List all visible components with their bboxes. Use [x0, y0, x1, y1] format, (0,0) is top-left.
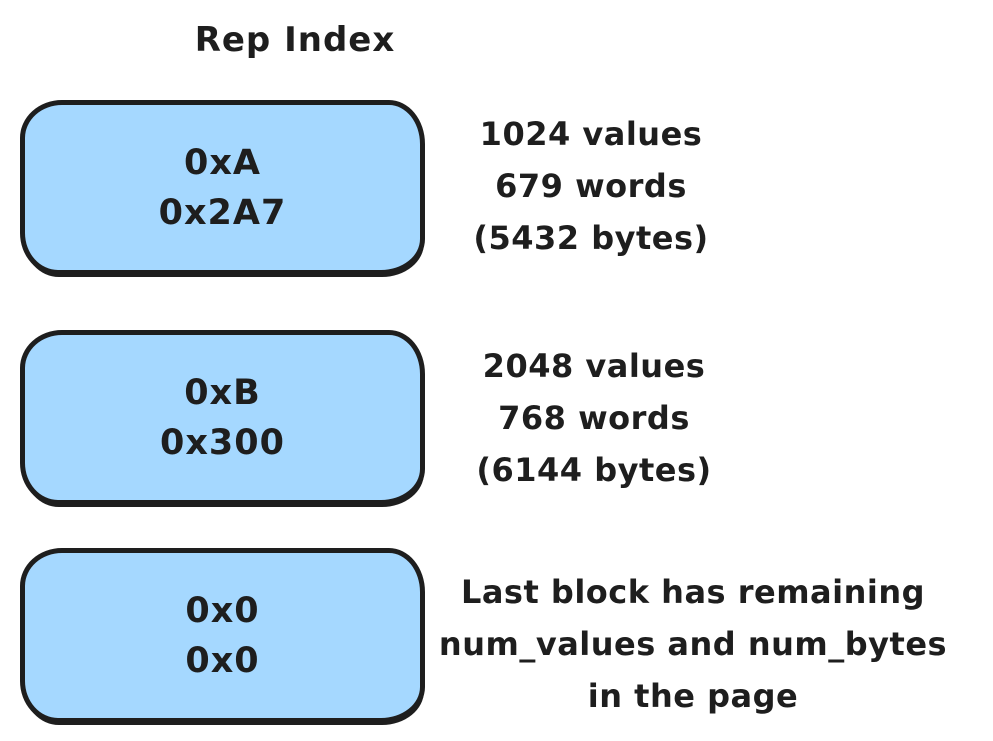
block-2-annotation-values: 2048 values [482, 347, 706, 385]
block-2-value-line-1: 0xB [184, 372, 261, 413]
block-3-annotation: Last block has remaining num_values and … [428, 566, 958, 722]
block-3-annotation-line-1: Last block has remaining [460, 573, 926, 611]
block-1-annotation-bytes: (5432 bytes) [473, 219, 709, 257]
block-3-value-line-1: 0x0 [185, 590, 260, 631]
block-3-value-line-2: 0x0 [185, 640, 260, 681]
block-2-annotation-words: 768 words [498, 399, 690, 437]
rep-index-block-2: 0xB 0x300 [20, 330, 425, 505]
block-3-annotation-line-3: in the page [587, 677, 799, 715]
rep-index-block-1: 0xA 0x2A7 [20, 100, 425, 275]
block-2-annotation-bytes: (6144 bytes) [476, 451, 712, 489]
diagram-title: Rep Index [194, 20, 396, 60]
block-1-annotation-words: 679 words [495, 167, 687, 205]
rep-index-block-3: 0x0 0x0 [20, 548, 425, 723]
block-1-annotation-values: 1024 values [479, 115, 703, 153]
block-1-annotation: 1024 values 679 words (5432 bytes) [445, 108, 737, 264]
block-2-value-line-2: 0x300 [160, 422, 285, 463]
block-3-annotation-line-2: num_values and num_bytes [438, 625, 948, 663]
block-1-value-line-2: 0x2A7 [158, 192, 287, 233]
block-2-annotation: 2048 values 768 words (6144 bytes) [448, 340, 740, 496]
block-1-value-line-1: 0xA [183, 142, 262, 183]
